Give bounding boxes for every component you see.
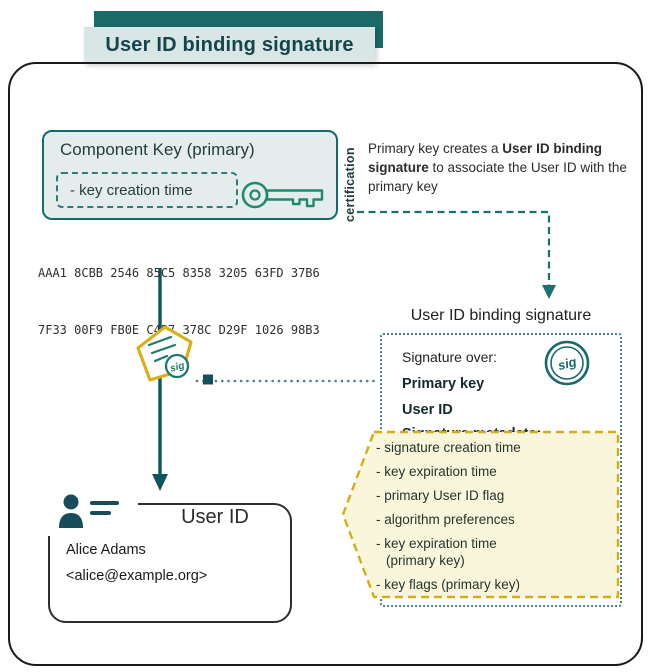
user-id-email: <alice@example.org> (66, 568, 208, 584)
stamp-inner-circle (550, 346, 584, 380)
annotation-pre: Primary key creates a (368, 141, 503, 156)
metadata-item: - key flags (primary key) (376, 577, 521, 592)
plaque-outline (341, 430, 620, 599)
signature-badge-icon: sig (136, 325, 193, 382)
annotation-post: to associate the User ID with the primar… (368, 159, 627, 194)
diagram-frame (8, 62, 643, 666)
annotation-text: Primary key creates a User ID binding si… (368, 140, 640, 197)
metadata-item: - key expiration time (376, 464, 497, 479)
user-id-name: Alice Adams (66, 542, 146, 558)
title-banner: User ID binding signature (84, 27, 375, 64)
key-icon (241, 181, 324, 209)
signature-over-user-id: User ID (402, 402, 453, 418)
badge-signature-lines (147, 335, 177, 363)
id-card-person-icon (59, 494, 119, 528)
certification-label: certification (343, 147, 357, 222)
component-key-title: Component Key (primary) (60, 140, 255, 159)
metadata-plaque (341, 430, 620, 599)
metadata-item: - signature creation time (376, 440, 521, 455)
user-id-title: User ID (181, 506, 249, 528)
fingerprint-line-1: AAA1 8CBB 2546 85C5 8358 3205 63FD 37B6 (38, 266, 320, 280)
key-creation-time-field: - key creation time (56, 172, 238, 208)
badge-sig-label: sig (169, 360, 186, 374)
stamp-sig-label: sig (556, 354, 578, 373)
badge-sig-circle (164, 353, 190, 379)
user-id-card (48, 503, 292, 623)
metadata-item: - algorithm preferences (376, 512, 515, 527)
signature-box-heading: User ID binding signature (410, 307, 592, 324)
sig-stamp-icon: sig (544, 340, 590, 386)
metadata-item-continuation: (primary key) (386, 553, 465, 568)
signature-over-label: Signature over: (402, 349, 497, 365)
page-title: User ID binding signature (105, 34, 354, 56)
component-key-box: Component Key (primary) - key creation t… (42, 130, 338, 220)
key-fingerprint: AAA1 8CBB 2546 85C5 8358 3205 63FD 37B6 … (38, 226, 320, 378)
annotation-bold: User ID binding signature (368, 141, 603, 175)
stamp-outer-circle (544, 340, 590, 386)
metadata-item: - key expiration time (376, 536, 497, 551)
signature-over-primary-key: Primary key (402, 376, 485, 392)
metadata-item: - primary User ID flag (376, 488, 505, 503)
